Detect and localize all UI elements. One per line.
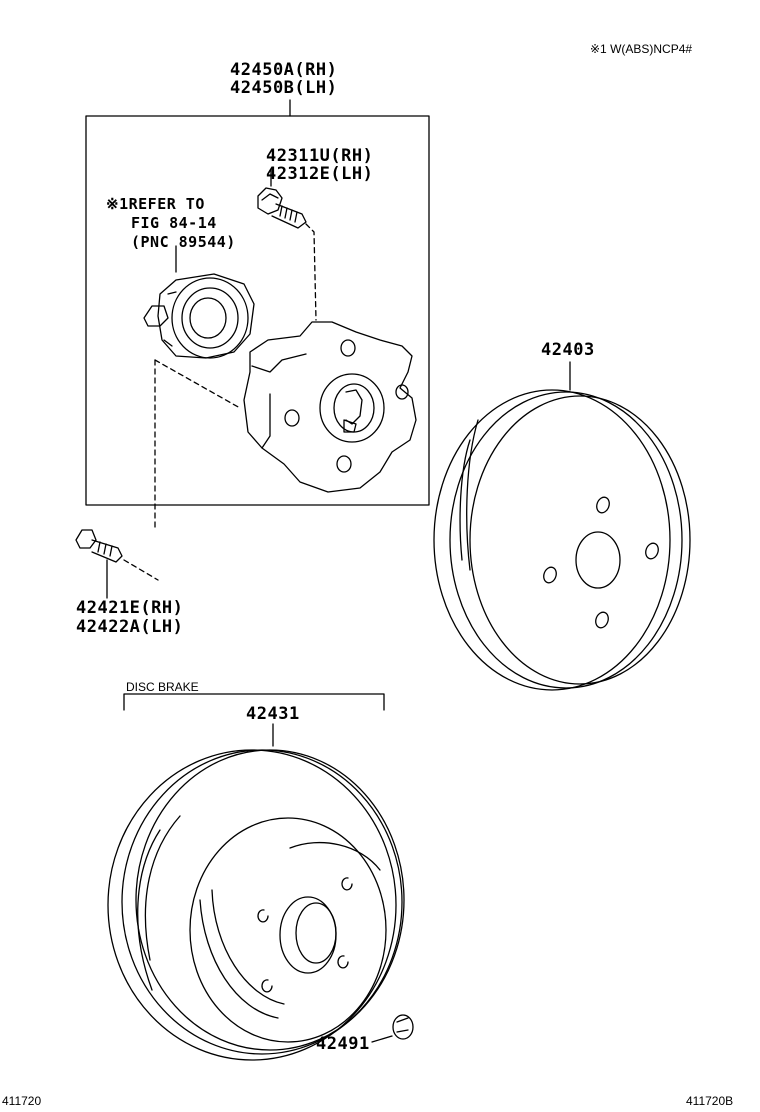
disc-rotor-drawing xyxy=(108,724,404,1060)
hub-assy-rh-label: 42450A(RH) xyxy=(230,60,338,80)
footer-right-code: 411720B xyxy=(686,1094,734,1108)
hub-flange-drawing xyxy=(244,322,416,492)
brake-drum-drawing xyxy=(434,362,690,690)
disc-rotor-label: 42431 xyxy=(246,704,300,724)
footer-left-code: 411720 xyxy=(2,1094,42,1108)
refer-note-line3: (PNC 89544) xyxy=(131,233,236,251)
mount-bolt-rh-label: 42421E(RH) xyxy=(76,598,184,618)
hub-bolt-rh-label: 42311U(RH) xyxy=(266,146,374,166)
brake-drum-label: 42403 xyxy=(541,340,595,360)
hub-assembly-frame xyxy=(86,116,429,505)
hub-assy-lh-label: 42450B(LH) xyxy=(230,78,338,98)
plug-drawing xyxy=(372,1015,413,1042)
disc-brake-heading: DISC BRAKE xyxy=(126,680,199,694)
mount-bolt-drawing xyxy=(76,530,158,598)
refer-note-line2: FIG 84-14 xyxy=(131,214,217,232)
hub-bolt-lh-label: 42312E(LH) xyxy=(266,164,374,184)
plug-label: 42491 xyxy=(316,1034,370,1054)
note-top: ※1 W(ABS)NCP4# xyxy=(590,42,693,56)
hub-bolt-drawing xyxy=(258,170,316,320)
mount-bolt-lh-label: 42422A(LH) xyxy=(76,617,184,637)
refer-note-line1: ※1REFER TO xyxy=(106,195,205,213)
bearing-drawing xyxy=(144,246,254,530)
disc-brake-bracket xyxy=(124,694,384,710)
